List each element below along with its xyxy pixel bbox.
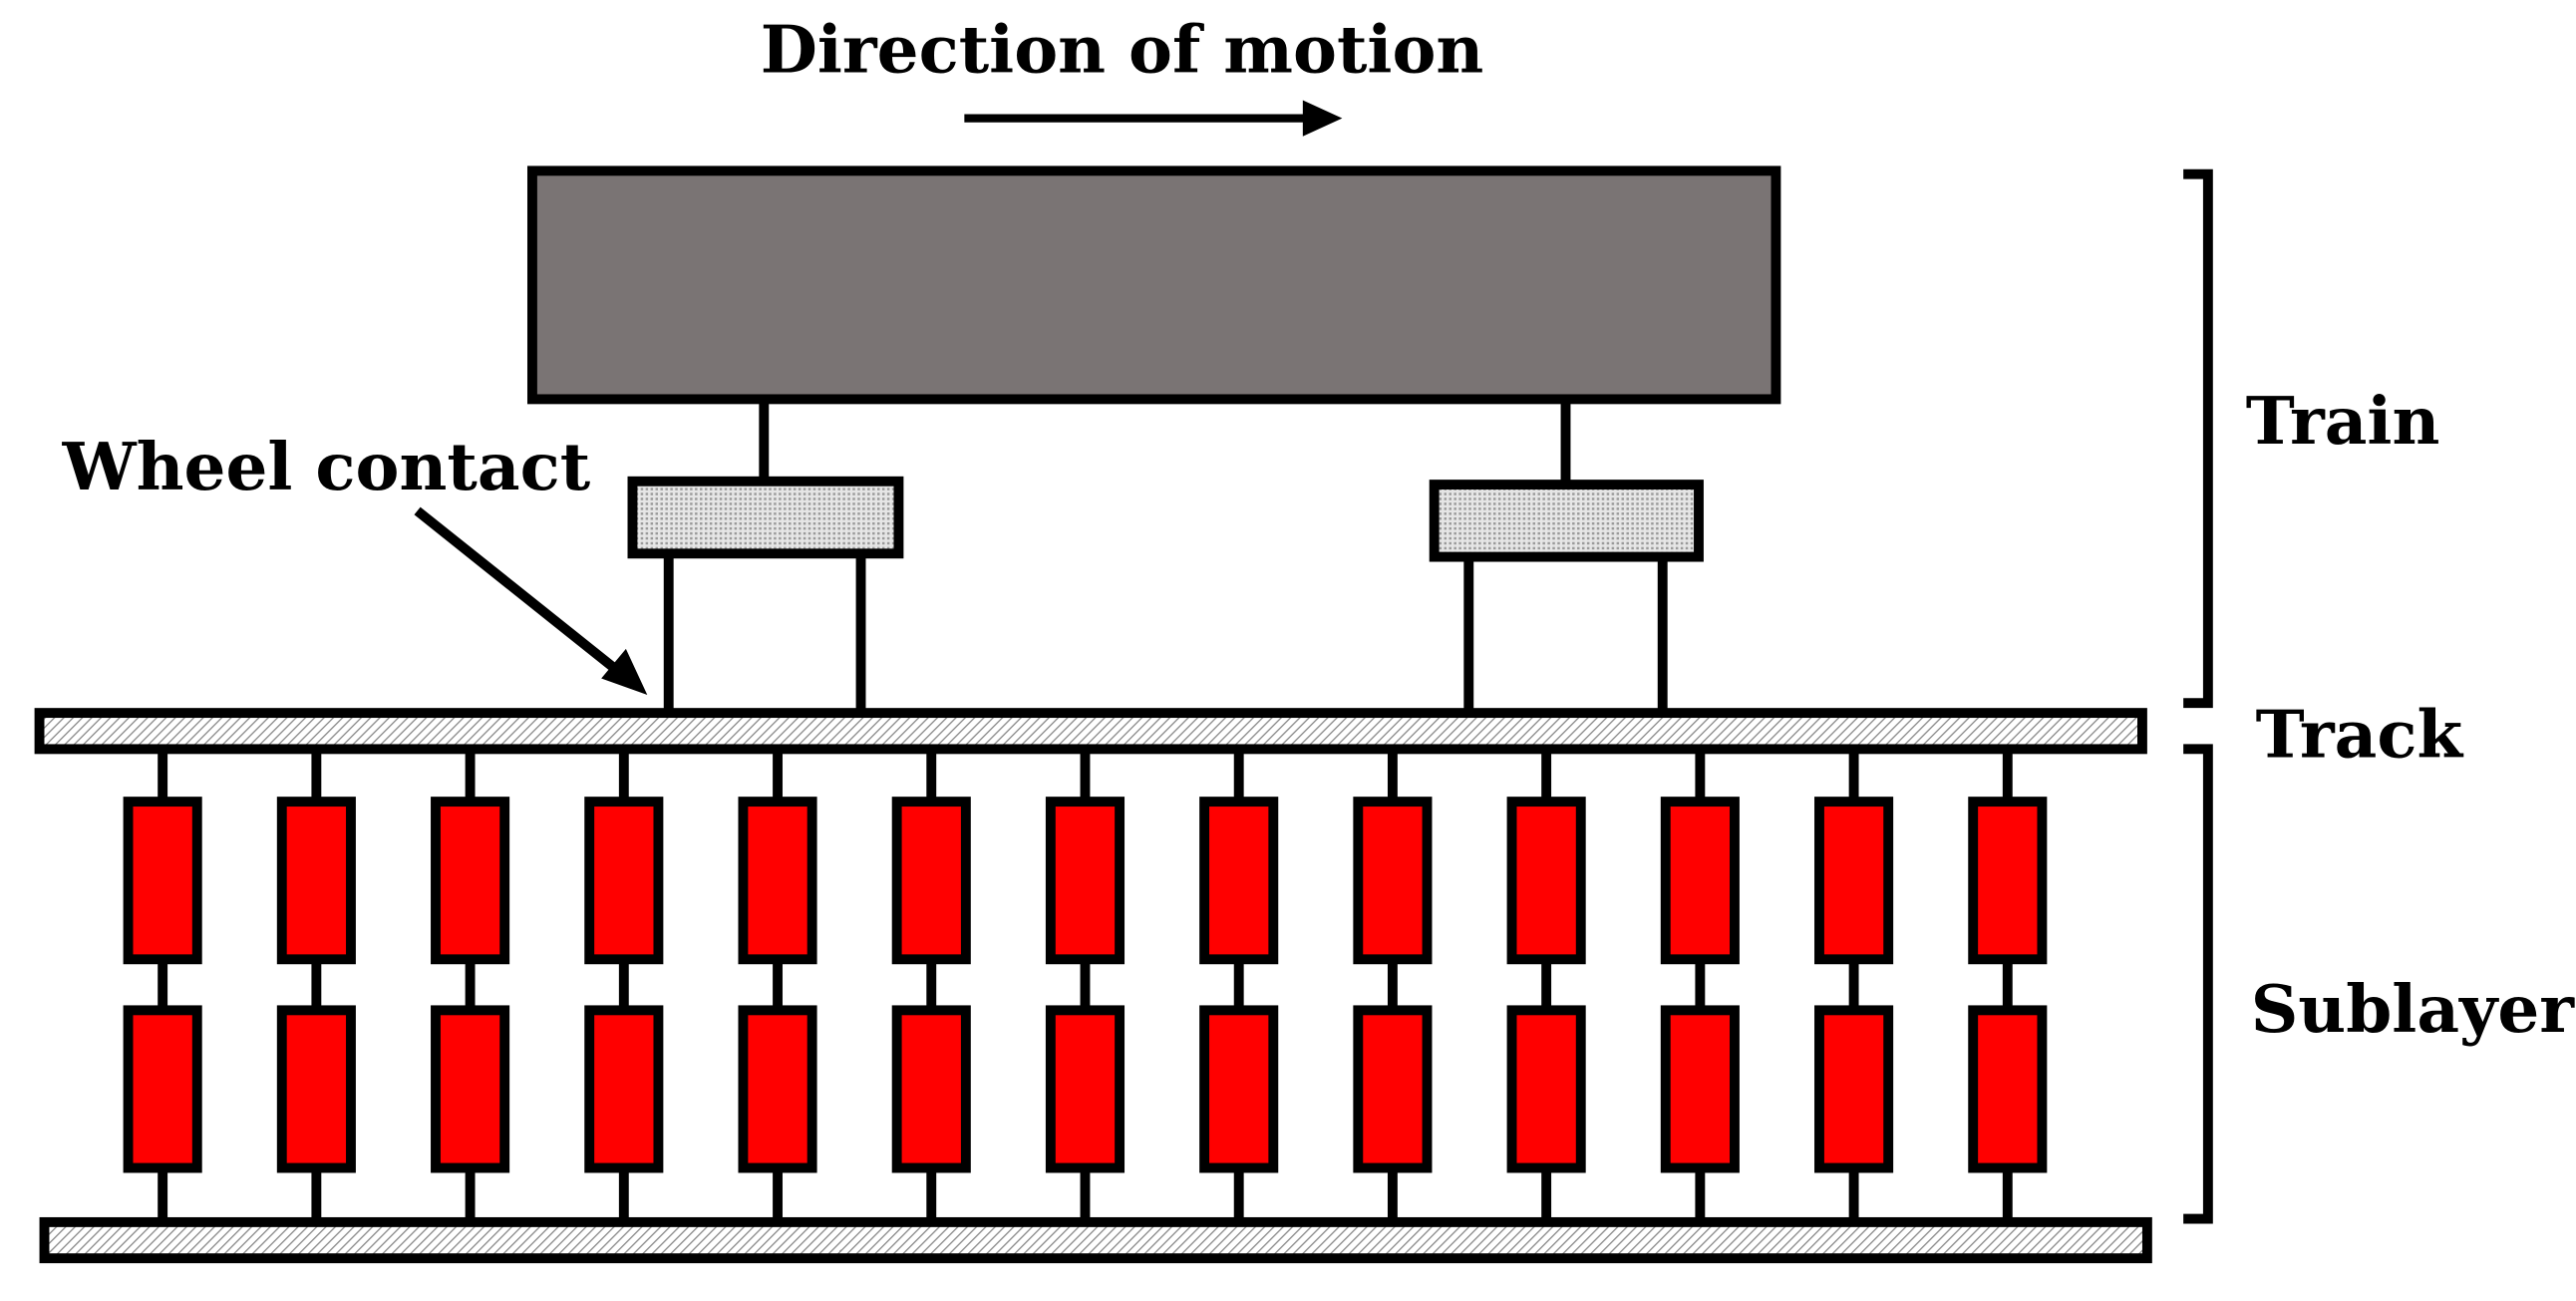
car-body [526,165,1781,405]
lower-spring [1814,1005,1894,1173]
upper-spring [1199,797,1279,965]
wheel-contact-arrow-icon [414,506,648,695]
upper-spring [1968,797,2048,965]
lower-spring [891,1005,971,1173]
upper-spring [431,797,510,965]
train-label: Train [2246,382,2440,460]
wheel-contact-label: Wheel contact [62,428,591,505]
lower-spring [1506,1005,1586,1173]
lower-spring [1353,1005,1433,1173]
upper-spring [891,797,971,965]
spring-column [891,751,971,1222]
upper-spring [1506,797,1586,965]
lower-spring [1660,1005,1740,1173]
spring-column [1660,751,1740,1222]
spring-column [738,751,817,1222]
upper-spring [1660,797,1740,965]
spring-column [1506,751,1586,1222]
lower-spring [276,1005,356,1173]
upper-spring [1353,797,1433,965]
direction-arrow-icon [964,100,1343,137]
upper-spring [1045,797,1126,965]
spring-column [1353,751,1433,1222]
lower-spring [584,1005,664,1173]
left-bogie-frame [627,476,904,559]
right-bogie-frame [1429,480,1704,562]
lower-spring [738,1005,817,1173]
sublayer-bracket [2183,744,2213,1224]
sublayer-springs [123,751,2048,1222]
spring-column [276,751,356,1222]
left-bogie [627,399,904,712]
upper-spring [276,797,356,965]
spring-column [431,751,510,1222]
spring-column [584,751,664,1222]
sublayer-label: Sublayer [2251,970,2576,1048]
track-rail [34,708,2147,755]
spring-column [1045,751,1126,1222]
upper-spring [123,797,202,965]
lower-spring [123,1005,202,1173]
right-bogie [1429,399,1704,712]
lower-spring [1968,1005,2048,1173]
upper-spring [584,797,664,965]
track-label: Track [2256,696,2464,774]
spring-column [1814,751,1894,1222]
direction-of-motion-label: Direction of motion [761,11,1484,89]
spring-column [1968,751,2048,1222]
upper-spring [738,797,817,965]
train-bracket [2183,168,2213,709]
upper-spring [1814,797,1894,965]
spring-column [123,751,202,1222]
base-layer [39,1216,2152,1264]
spring-column [1199,751,1279,1222]
lower-spring [1199,1005,1279,1173]
lower-spring [1045,1005,1126,1173]
lower-spring [431,1005,510,1173]
